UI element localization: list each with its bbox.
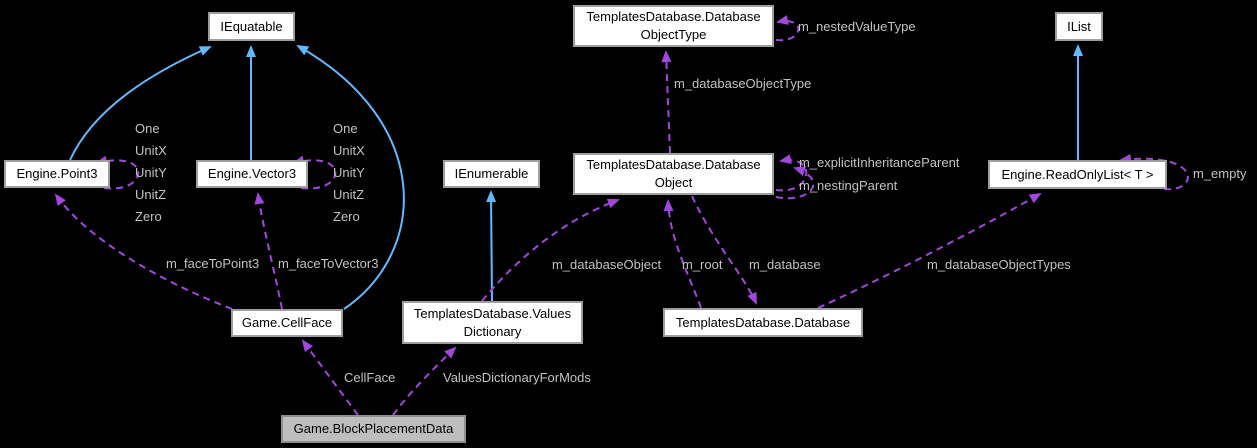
edge-cellface-to-iequatable — [296, 45, 405, 310]
edge-valuesdictionary-to-databaseobject — [481, 198, 620, 302]
edge-label-valuesdictionaryformods: ValuesDictionaryForMods — [443, 370, 591, 385]
node-label: Game.BlockPlacementData — [293, 421, 454, 436]
edge-label-m-empty: m_empty — [1193, 166, 1247, 181]
node-label: Engine.Vector3 — [207, 166, 297, 181]
node-iequatable[interactable]: IEquatable — [208, 12, 295, 41]
edge-label-m-root: m_root — [682, 257, 723, 272]
node-label-line2: Dictionary — [463, 323, 522, 339]
edge-databaseobject-to-databaseobjecttype — [661, 50, 672, 154]
member-zero: Zero — [333, 209, 360, 224]
node-label: TemplatesDatabase.Database — [675, 314, 851, 330]
member-one: One — [333, 121, 358, 136]
node-game-cellface[interactable]: Game.CellFace — [231, 309, 343, 337]
vector3-members: One UnitX UnitY UnitZ Zero — [333, 118, 365, 228]
edge-cellface-to-point3 — [54, 193, 233, 310]
edge-label-m-databaseobjecttype: m_databaseObjectType — [674, 76, 812, 91]
node-label: IEnumerable — [454, 166, 529, 181]
node-engine-point3[interactable]: Engine.Point3 — [4, 160, 110, 188]
node-label: IList — [1067, 18, 1091, 34]
node-engine-vector3[interactable]: Engine.Vector3 — [196, 160, 308, 188]
edge-database-to-databaseobject-root — [663, 199, 702, 309]
member-unitz: UnitZ — [135, 187, 167, 202]
node-label-line2: ObjectType — [640, 27, 707, 42]
edge-label-m-database: m_database — [749, 257, 821, 272]
node-templatesdatabase-databaseobjecttype[interactable]: TemplatesDatabase.Database ObjectType — [573, 5, 774, 47]
member-unity: UnitY — [333, 165, 365, 180]
loop-point3-members — [95, 155, 140, 190]
node-label-line1: TemplatesDatabase.Values — [413, 305, 572, 321]
edge-label-m-nestingparent: m_nestingParent — [799, 178, 898, 193]
member-zero: Zero — [135, 209, 162, 224]
node-templatesdatabase-databaseobject[interactable]: TemplatesDatabase.Database Object — [573, 153, 774, 195]
node-label-line1: TemplatesDatabase.Database — [586, 157, 761, 172]
edge-valuesdictionary-to-ienumerable — [486, 190, 497, 302]
node-game-blockplacementdata: Game.BlockPlacementData — [281, 415, 466, 443]
node-label: Engine.ReadOnlyList< T > — [1001, 166, 1154, 182]
node-engine-readonlylist[interactable]: Engine.ReadOnlyList< T > — [988, 160, 1167, 189]
point3-members: One UnitX UnitY UnitZ Zero — [135, 118, 167, 228]
loop-databaseobject-nestingparent — [775, 166, 815, 200]
loop-vector3-members — [292, 155, 337, 190]
edge-label-m-facetopoint3: m_faceToPoint3 — [166, 256, 260, 271]
member-unity: UnitY — [135, 165, 167, 180]
node-templatesdatabase-database[interactable]: TemplatesDatabase.Database — [663, 308, 863, 337]
edge-label-m-databaseobjecttypes: m_databaseObjectTypes — [927, 257, 1071, 272]
loop-databaseobjecttype-nestedvaluetype — [775, 15, 800, 42]
edge-label-m-databaseobject: m_databaseObject — [552, 257, 662, 272]
edge-label-cellface: CellFace — [344, 370, 396, 385]
member-unitx: UnitX — [333, 143, 365, 158]
edge-label-m-facetovector3: m_faceToVector3 — [278, 256, 379, 271]
node-ienumerable[interactable]: IEnumerable — [443, 160, 540, 188]
edge-database-to-readonlylist — [817, 193, 1042, 309]
edge-label-m-explicitinheritanceparent: m_explicitInheritanceParent — [799, 155, 960, 170]
member-unitx: UnitX — [135, 143, 167, 158]
node-label: Engine.Point3 — [16, 166, 98, 181]
member-unitz: UnitZ — [333, 187, 365, 202]
member-one: One — [135, 121, 160, 136]
node-label-line2: Object — [654, 175, 693, 190]
edge-label-m-nestedvaluetype: m_nestedValueType — [798, 19, 916, 34]
node-label: IEquatable — [220, 18, 283, 34]
node-templatesdatabase-valuesdictionary[interactable]: TemplatesDatabase.Values Dictionary — [402, 301, 583, 344]
edge-point3-to-iequatable — [69, 46, 212, 161]
node-label-line1: TemplatesDatabase.Database — [586, 9, 761, 24]
edge-databaseobject-to-database — [691, 195, 757, 305]
edge-cellface-to-vector3 — [254, 192, 283, 310]
node-label: Game.CellFace — [241, 315, 333, 330]
node-ilist[interactable]: IList — [1055, 12, 1103, 41]
